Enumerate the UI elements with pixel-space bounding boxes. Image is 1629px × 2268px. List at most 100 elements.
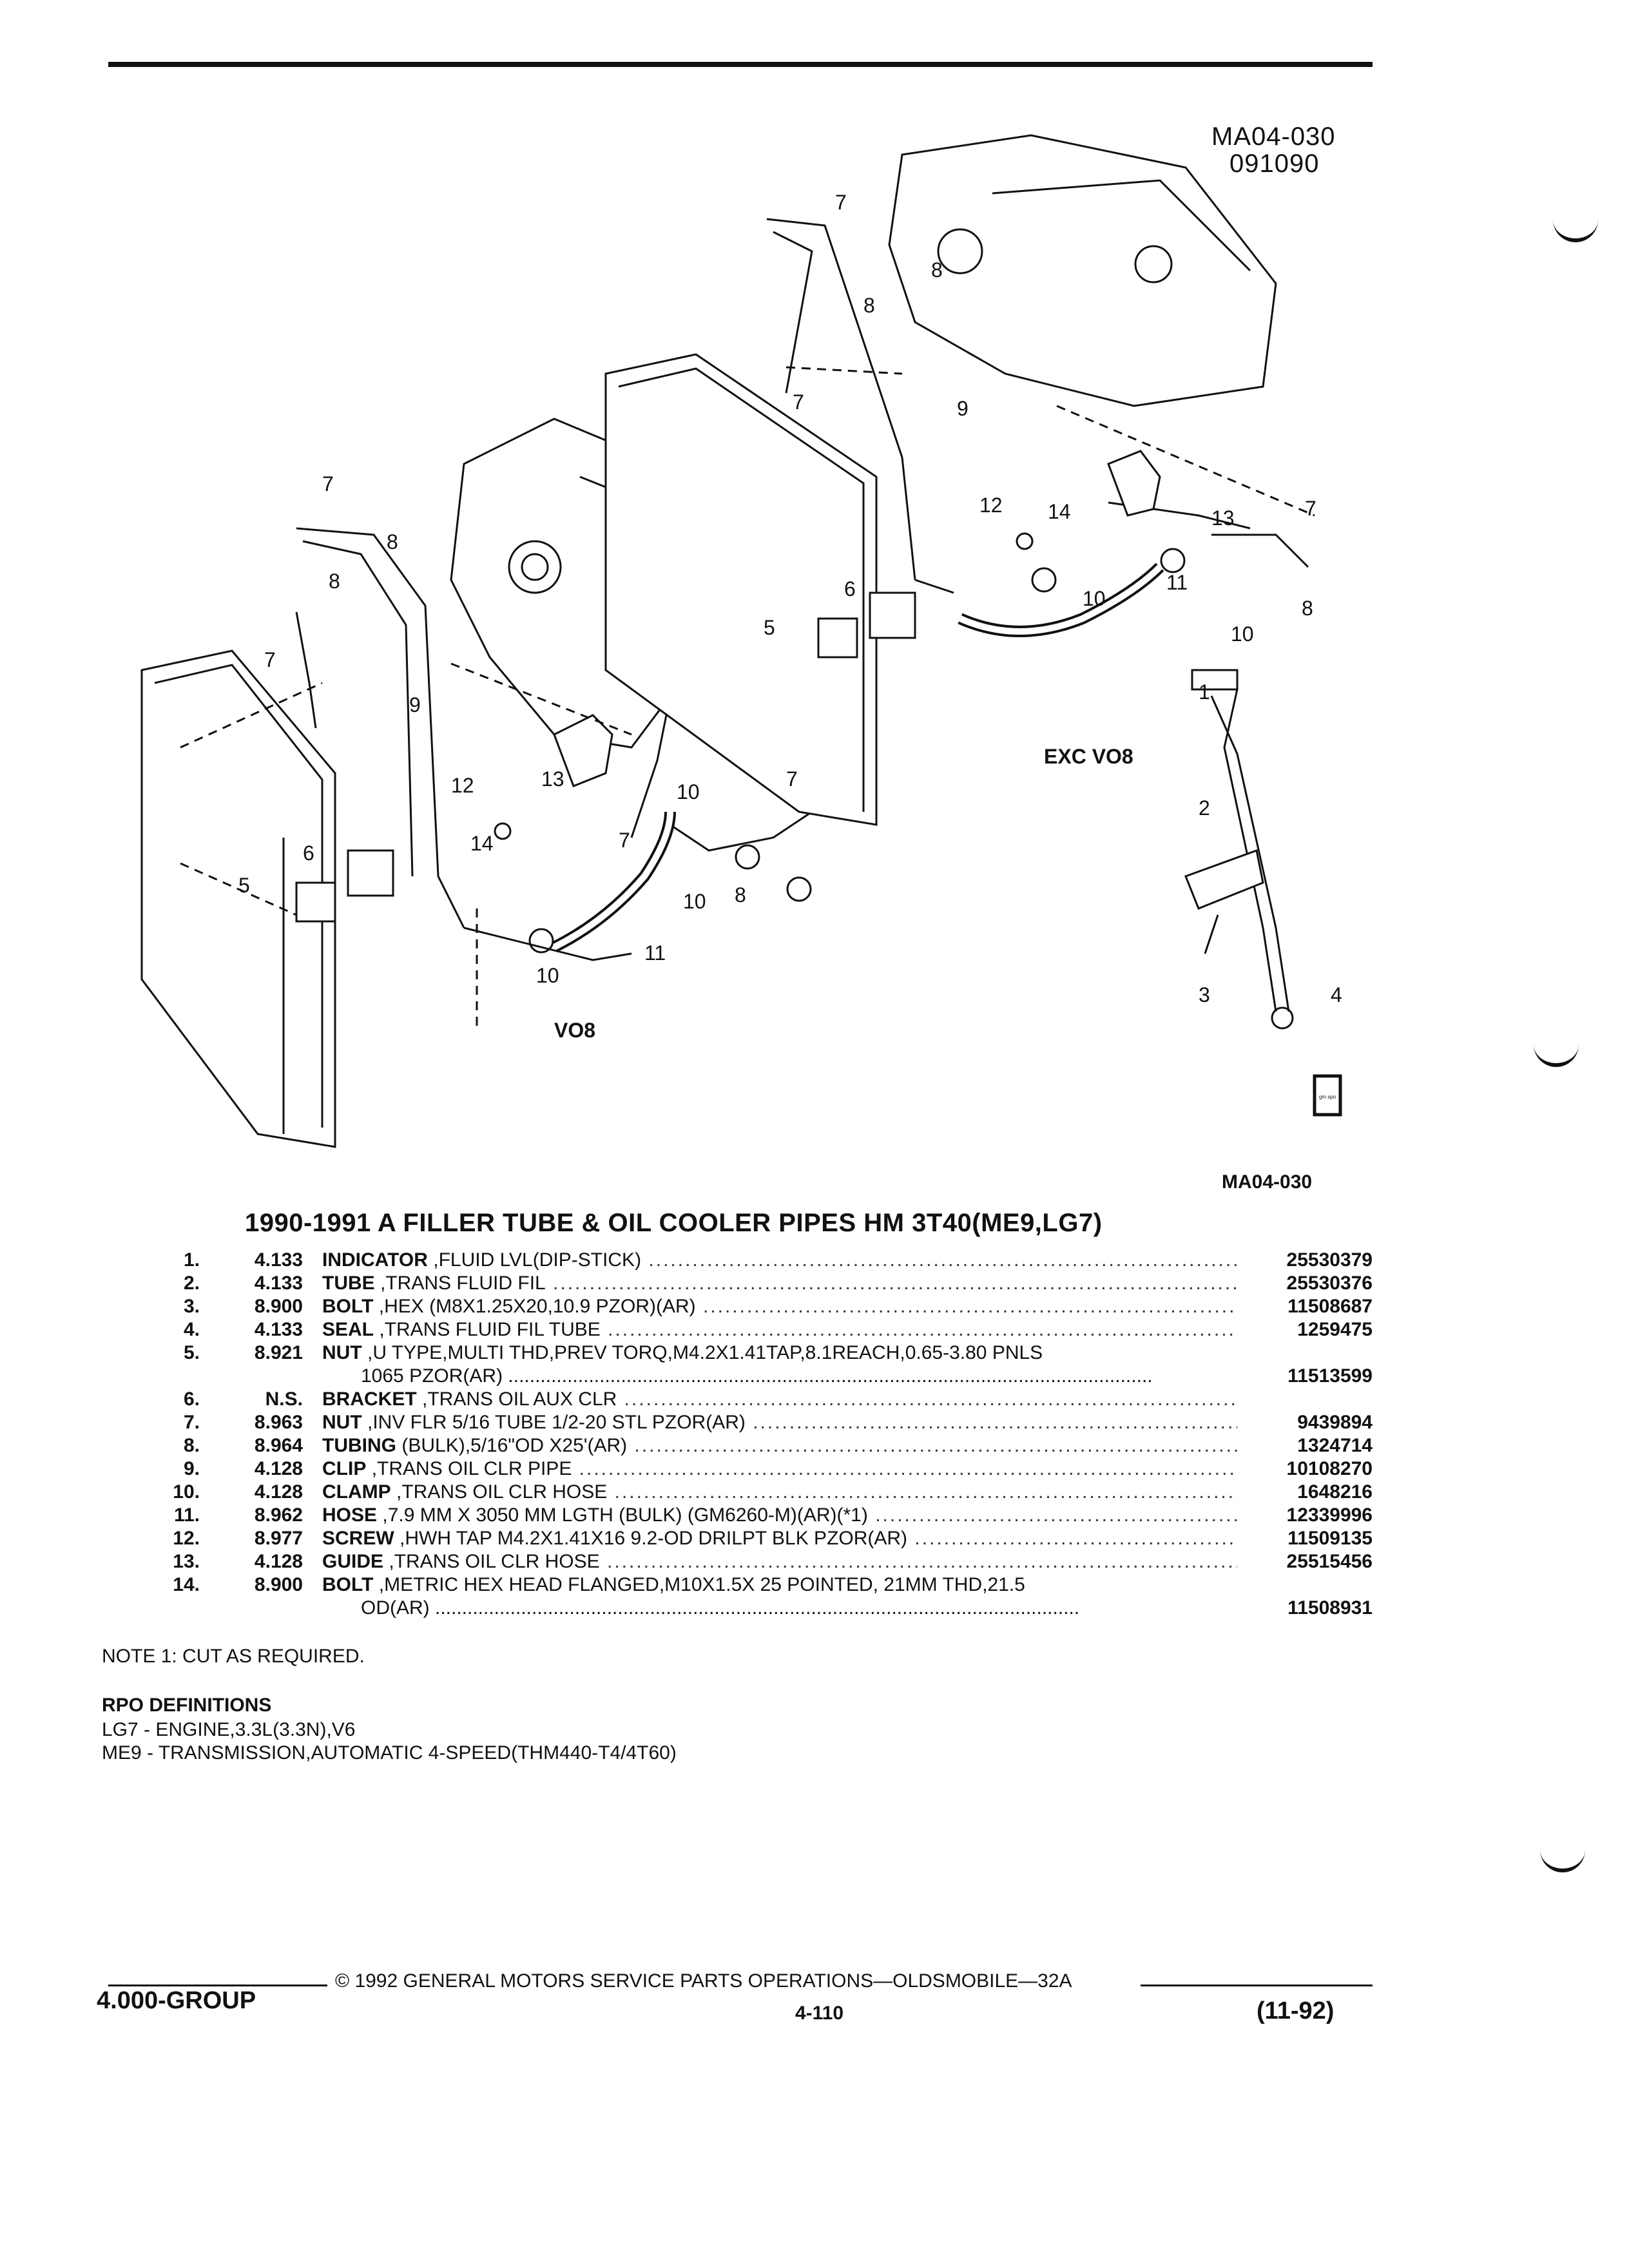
part-number: 1259475 xyxy=(1297,1319,1373,1340)
parts-row: 8. 8.964 TUBING (BULK),5/16"OD X25'(AR) ..… xyxy=(155,1434,1373,1457)
svg-text:2: 2 xyxy=(1199,796,1210,820)
item-number: 13. xyxy=(173,1551,200,1572)
part-description: NUT ,U TYPE,MULTI THD,PREV TORQ,M4.2X1.4… xyxy=(322,1341,1237,1365)
part-detail: ,INV FLR 5/16 TUBE 1/2-20 STL PZOR(AR) xyxy=(367,1412,746,1433)
svg-text:7: 7 xyxy=(1305,497,1316,520)
part-detail: ,TRANS FLUID FIL TUBE xyxy=(379,1319,601,1340)
part-description: BOLT ,METRIC HEX HEAD FLANGED,M10X1.5X 2… xyxy=(322,1573,1237,1597)
part-description: BRACKET ,TRANS OIL AUX CLR .............… xyxy=(322,1388,1237,1411)
top-rule xyxy=(108,62,1373,67)
part-name: GUIDE xyxy=(322,1551,384,1572)
group-number: 8.963 xyxy=(254,1412,303,1433)
item-number: 3. xyxy=(183,1296,200,1317)
svg-text:9: 9 xyxy=(957,397,969,420)
item-number: 6. xyxy=(183,1389,200,1410)
part-name: BOLT xyxy=(322,1296,374,1317)
leader-dots: ........................................… xyxy=(624,1389,1237,1410)
part-number: 11508687 xyxy=(1287,1296,1373,1317)
item-number: 14. xyxy=(173,1574,200,1595)
part-name: TUBE xyxy=(322,1273,375,1294)
footer-group: 4.000-GROUP xyxy=(97,1987,256,2014)
item-number: 8. xyxy=(183,1435,200,1456)
parts-row: 7. 8.963 NUT ,INV FLR 5/16 TUBE 1/2-20 STL… xyxy=(155,1411,1373,1434)
part-number: 1324714 xyxy=(1297,1435,1373,1456)
part-number: 25515456 xyxy=(1286,1551,1373,1572)
part-detail-cont: OD(AR) xyxy=(361,1597,430,1619)
svg-text:10: 10 xyxy=(683,890,706,913)
leader-dots: ........................................… xyxy=(914,1528,1237,1549)
part-detail: ,TRANS OIL CLR HOSE xyxy=(396,1481,608,1503)
svg-text:11: 11 xyxy=(644,941,666,965)
part-name: CLAMP xyxy=(322,1481,391,1503)
footer-rule-left xyxy=(108,1984,327,1986)
group-number: N.S. xyxy=(265,1389,303,1410)
svg-text:7: 7 xyxy=(322,472,334,495)
item-number: 12. xyxy=(173,1528,200,1549)
part-description: HOSE ,7.9 MM X 3050 MM LGTH (BULK) (GM62… xyxy=(322,1504,1237,1527)
leader-dots: ........................................… xyxy=(608,1319,1237,1340)
vo8-label: VO8 xyxy=(554,1019,595,1042)
svg-text:10: 10 xyxy=(1231,622,1254,646)
note: NOTE 1: CUT AS REQUIRED. xyxy=(102,1646,365,1667)
item-number: 5. xyxy=(183,1342,200,1363)
binder-mark xyxy=(1534,1044,1579,1067)
rpo-definition-me9: ME9 - TRANSMISSION,AUTOMATIC 4-SPEED(THM… xyxy=(102,1742,677,1763)
item-number: 7. xyxy=(183,1412,200,1433)
svg-text:14: 14 xyxy=(1048,500,1071,523)
part-detail: ,HEX (M8X1.25X20,10.9 PZOR)(AR) xyxy=(378,1296,696,1317)
part-name: SEAL xyxy=(322,1319,374,1340)
part-detail: ,FLUID LVL(DIP-STICK) xyxy=(433,1249,642,1271)
leader-dots: ........................................… xyxy=(753,1412,1237,1433)
part-detail: ,7.9 MM X 3050 MM LGTH (BULK) (GM6260-M)… xyxy=(382,1504,868,1526)
group-number: 8.921 xyxy=(254,1342,303,1363)
part-name: NUT xyxy=(322,1342,362,1363)
part-number: 25530376 xyxy=(1286,1273,1373,1294)
svg-text:12: 12 xyxy=(979,494,1003,517)
diagram-linework xyxy=(140,134,1342,1148)
svg-text:7: 7 xyxy=(835,191,847,214)
svg-text:8: 8 xyxy=(863,294,875,317)
svg-text:9: 9 xyxy=(409,693,421,716)
part-name: BRACKET xyxy=(322,1389,417,1410)
group-number: 8.964 xyxy=(254,1435,303,1456)
part-description-cont: OD(AR) .................................… xyxy=(361,1597,1237,1620)
leader-dots: ........................................… xyxy=(503,1365,1153,1387)
item-number: 9. xyxy=(183,1458,200,1479)
part-name: NUT xyxy=(322,1412,362,1433)
svg-text:11: 11 xyxy=(1166,571,1188,594)
part-detail: ,TRANS FLUID FIL xyxy=(380,1273,546,1294)
rpo-heading: RPO DEFINITIONS xyxy=(102,1695,272,1716)
part-number: 1648216 xyxy=(1297,1481,1373,1503)
group-number: 4.128 xyxy=(254,1481,303,1503)
svg-text:1: 1 xyxy=(1199,680,1210,704)
exploded-parts-diagram: 7 8 8 7 9 12 14 13 7 11 10 8 10 6 5 1 2 … xyxy=(103,116,1392,1160)
svg-text:13: 13 xyxy=(541,767,564,791)
part-description: CLAMP ,TRANS OIL CLR HOSE ..............… xyxy=(322,1481,1237,1504)
svg-text:13: 13 xyxy=(1211,506,1235,530)
parts-row: 11. 8.962 HOSE ,7.9 MM X 3050 MM LGTH (BUL… xyxy=(155,1504,1373,1527)
item-number: 11. xyxy=(173,1504,200,1526)
item-number: 4. xyxy=(183,1319,200,1340)
part-number: 11508931 xyxy=(1287,1597,1373,1619)
binder-mark xyxy=(1553,219,1598,242)
part-name: CLIP xyxy=(322,1458,367,1479)
exc-vo8-label: EXC VO8 xyxy=(1044,745,1133,768)
svg-text:8: 8 xyxy=(387,530,398,553)
part-detail: ,TRANS OIL CLR PIPE xyxy=(371,1458,572,1479)
group-number: 8.962 xyxy=(254,1504,303,1526)
part-name: TUBING xyxy=(322,1435,396,1456)
part-description: TUBING (BULK),5/16"OD X25'(AR) .........… xyxy=(322,1434,1237,1457)
binder-mark xyxy=(1540,1849,1585,1872)
part-number: 11513599 xyxy=(1287,1365,1373,1387)
illustration-id-code: MA04-030 xyxy=(1211,122,1336,151)
part-number: 12339996 xyxy=(1286,1504,1373,1526)
group-number: 8.900 xyxy=(254,1574,303,1595)
group-number: 4.133 xyxy=(254,1249,303,1271)
page-title: 1990-1991 A FILLER TUBE & OIL COOLER PIP… xyxy=(245,1209,1103,1237)
part-description: CLIP ,TRANS OIL CLR PIPE ...............… xyxy=(322,1457,1237,1481)
